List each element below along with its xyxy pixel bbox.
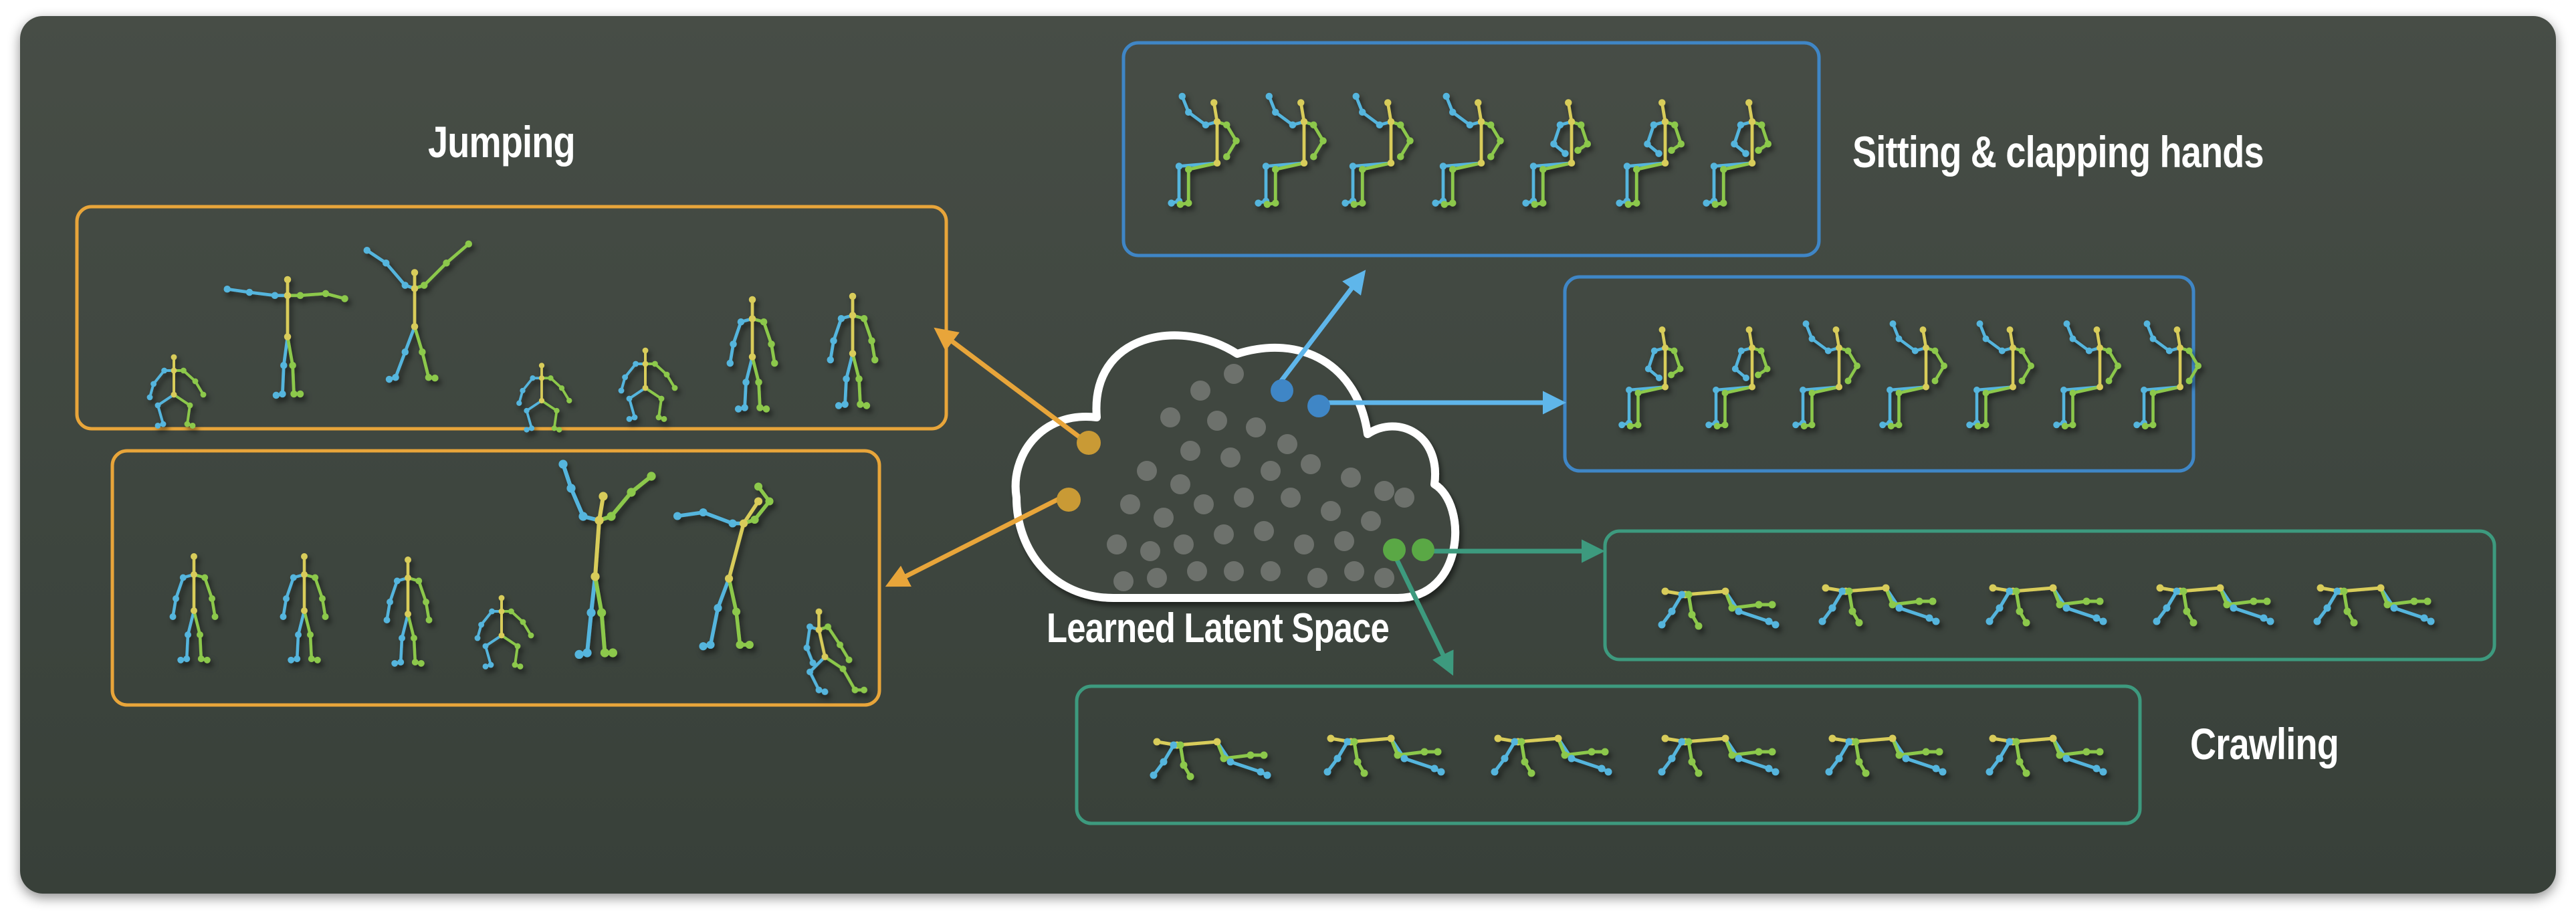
jumping-box-2 — [110, 449, 881, 707]
latent-point-crawling-2 — [1412, 538, 1434, 561]
skeleton-figure — [2153, 584, 2274, 627]
skeleton-figure — [280, 553, 329, 664]
skeleton-figures — [146, 92, 2435, 781]
skeleton-figure — [146, 354, 207, 429]
skeleton-figure — [1818, 584, 1940, 627]
skeleton-figure — [1150, 738, 1271, 781]
latent-point-sitting-1 — [1271, 379, 1293, 402]
arrow-to-sitting-1 — [1275, 270, 1366, 388]
skeleton-figure — [1825, 734, 1947, 777]
latent-points — [1107, 364, 1414, 591]
skeleton-figure — [1985, 584, 2107, 627]
skeleton-figure — [1616, 99, 1685, 208]
skeleton-figure — [1705, 326, 1771, 429]
crawling-box-2 — [1075, 684, 2142, 825]
skeleton-figure — [673, 482, 774, 651]
skeleton-figure — [1658, 587, 1780, 630]
skeleton-figure — [726, 296, 778, 413]
skeleton-figure — [1432, 92, 1504, 208]
skeleton-figure — [618, 347, 678, 422]
skeleton-figure — [558, 460, 656, 659]
latent-point-crawling-1 — [1383, 538, 1406, 561]
arrow-to-jumping-2 — [885, 492, 1069, 587]
skeleton-figure — [1879, 320, 1947, 429]
skeleton-figure — [516, 363, 572, 433]
skeleton-figure — [383, 556, 433, 667]
skeleton-figure — [1323, 734, 1445, 777]
skeleton-figure — [474, 595, 534, 670]
sitting-label: Sitting & clapping hands — [1852, 127, 2264, 177]
skeleton-figure — [2053, 320, 2121, 429]
latent-point-sitting-2 — [1307, 395, 1330, 417]
jumping-box-1 — [75, 205, 948, 431]
skeleton-figure — [1985, 734, 2107, 777]
latent-space-label: Learned Latent Space — [1047, 605, 1390, 651]
crawling-box-1 — [1603, 529, 2496, 662]
skeleton-figure — [223, 276, 348, 399]
jumping-label: Jumping — [428, 117, 576, 167]
latent-point-jumping-1 — [1077, 431, 1101, 455]
skeleton-figure — [1255, 92, 1327, 208]
arrow-to-crawling-2 — [1392, 553, 1454, 676]
skeleton-figure — [1703, 99, 1772, 208]
diagram-art — [75, 41, 2496, 825]
skeleton-figure — [1618, 326, 1684, 429]
skeleton-figure — [1522, 99, 1591, 208]
skeleton-figure — [2313, 584, 2435, 627]
skeleton-figure — [1341, 92, 1414, 208]
skeleton-figure — [169, 553, 219, 664]
skeleton-figure — [1168, 92, 1240, 208]
skeleton-figure — [1658, 734, 1780, 777]
skeleton-figure — [827, 292, 879, 409]
latent-point-jumping-2 — [1057, 488, 1081, 512]
skeleton-figure — [2133, 320, 2202, 429]
arrow-to-jumping-1 — [934, 327, 1082, 439]
crawling-label: Crawling — [2190, 719, 2339, 769]
skeleton-figure — [1491, 734, 1612, 777]
skeleton-figure — [1966, 320, 2034, 429]
skeleton-figure — [1792, 320, 1860, 429]
sitting-box-1 — [1121, 41, 1821, 258]
diagram-canvas: Jumping Sitting & clapping hands Crawlin… — [20, 16, 2556, 894]
skeleton-figure — [363, 240, 472, 383]
skeleton-figure — [803, 608, 867, 696]
